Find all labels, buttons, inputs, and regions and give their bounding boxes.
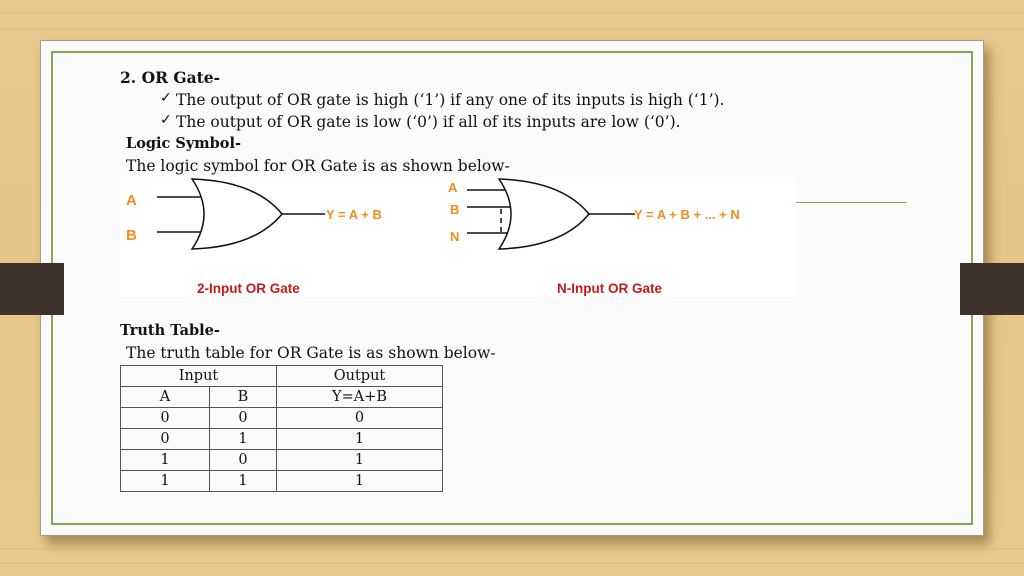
input-label-n: N bbox=[450, 229, 460, 244]
caption-n-input: N-Input OR Gate bbox=[557, 281, 662, 296]
checkmark-icon: ✓ bbox=[160, 90, 172, 106]
bullet-item-1: The output of OR gate is high (‘1’) if a… bbox=[176, 91, 725, 109]
cell: 1 bbox=[276, 470, 443, 492]
logic-symbol-heading: Logic Symbol- bbox=[126, 135, 241, 152]
cell: 1 bbox=[209, 470, 277, 492]
table-header-row: Input Output bbox=[120, 365, 443, 387]
truth-table: Input Output A B Y=A+B 0 0 0 0 1 1 1 0 1… bbox=[120, 365, 443, 492]
section-heading: 2. OR Gate- bbox=[120, 68, 221, 87]
cell: 1 bbox=[120, 449, 210, 471]
input-label-a-n: A bbox=[448, 180, 458, 195]
logic-symbol-intro: The logic symbol for OR Gate is as shown… bbox=[126, 157, 510, 175]
cell: 0 bbox=[120, 407, 210, 429]
right-binder-tab bbox=[960, 263, 1024, 315]
output-label-2-input: Y = A + B bbox=[326, 207, 382, 222]
left-binder-tab bbox=[0, 263, 64, 315]
or-gate-symbols-icon bbox=[157, 178, 635, 250]
cell: 0 bbox=[209, 449, 277, 471]
header-output: Output bbox=[276, 365, 443, 387]
table-row: 0 1 1 bbox=[120, 428, 443, 450]
output-label-n-input: Y = A + B + ... + N bbox=[634, 207, 740, 222]
cell: 0 bbox=[276, 407, 443, 429]
column-y: Y=A+B bbox=[276, 386, 443, 408]
header-input: Input bbox=[120, 365, 277, 387]
table-row: 0 0 0 bbox=[120, 407, 443, 429]
table-row: 1 1 1 bbox=[120, 470, 443, 492]
cell: 1 bbox=[120, 470, 210, 492]
cell: 1 bbox=[209, 428, 277, 450]
decorative-line bbox=[796, 202, 907, 203]
column-a: A bbox=[120, 386, 210, 408]
truth-table-heading: Truth Table- bbox=[120, 322, 220, 339]
column-b: B bbox=[209, 386, 277, 408]
input-label-b-n: B bbox=[450, 202, 460, 217]
input-label-b: B bbox=[126, 227, 137, 244]
cell: 1 bbox=[276, 428, 443, 450]
input-label-a: A bbox=[126, 192, 137, 209]
cell: 0 bbox=[120, 428, 210, 450]
table-column-row: A B Y=A+B bbox=[120, 386, 443, 408]
cell: 1 bbox=[276, 449, 443, 471]
cell: 0 bbox=[209, 407, 277, 429]
bullet-item-2: The output of OR gate is low (‘0’) if al… bbox=[176, 113, 681, 131]
truth-table-intro: The truth table for OR Gate is as shown … bbox=[126, 344, 496, 362]
or-gate-diagram: A B Y = A + B 2-Input OR Gate A B N Y = … bbox=[120, 177, 796, 297]
caption-2-input: 2-Input OR Gate bbox=[197, 281, 300, 296]
table-row: 1 0 1 bbox=[120, 449, 443, 471]
checkmark-icon: ✓ bbox=[160, 112, 172, 128]
